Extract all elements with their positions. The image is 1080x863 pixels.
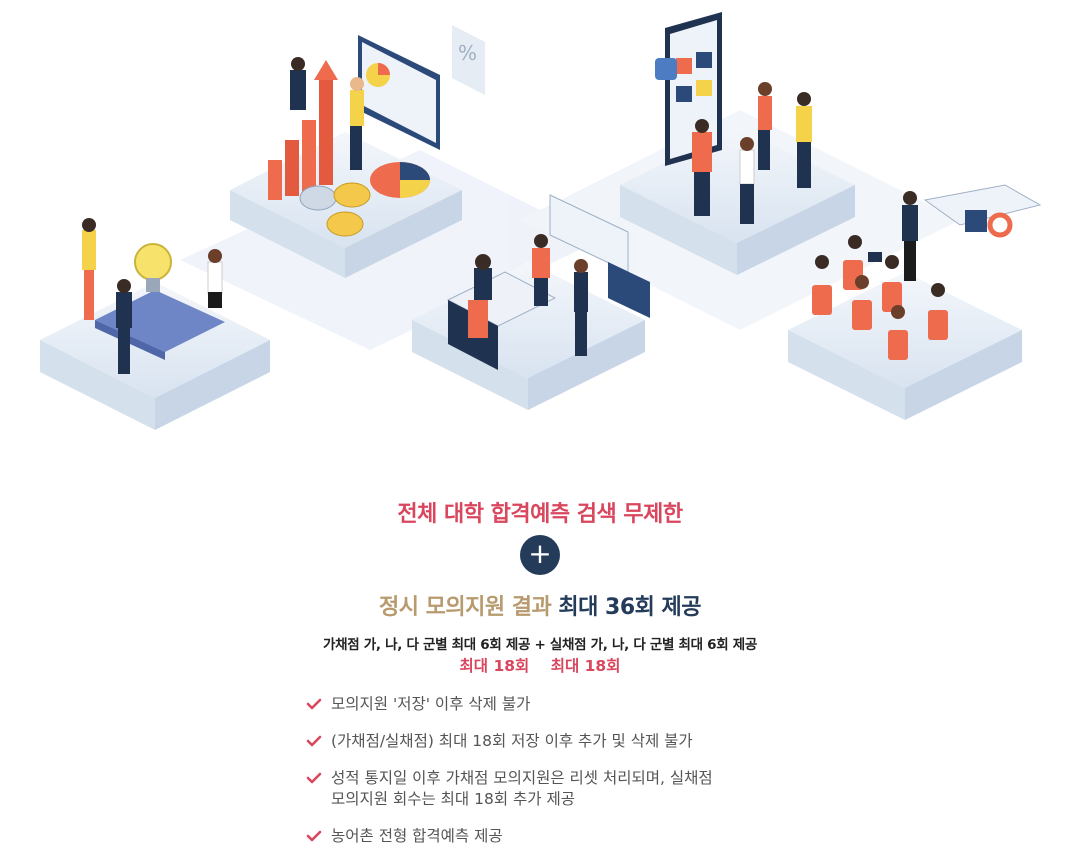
list-item: 모의지원 '저장' 이후 삭제 불가 — [306, 694, 826, 715]
lightbulb-scene — [82, 218, 225, 374]
note-text: 성적 통지일 이후 가채점 모의지원은 리셋 처리되며, 실채점 — [331, 769, 713, 787]
detail-line: 가채점 가, 나, 다 군별 최대 6회 제공 + 실채점 가, 나, 다 군별… — [322, 637, 758, 653]
note-text: 농어촌 전형 합격예측 제공 — [331, 827, 503, 845]
notes-list: 모의지원 '저장' 이후 삭제 불가 (가채점/실채점) 최대 18회 저장 이… — [306, 694, 826, 863]
smartphone-scene — [655, 12, 812, 224]
headline-unlimited-search: 전체 대학 합격예측 검색 무제한 — [397, 502, 683, 527]
list-item: (가채점/실채점) 최대 18회 저장 이후 추가 및 삭제 불가 — [306, 731, 826, 752]
check-icon — [306, 733, 322, 749]
percent-icon: % — [452, 25, 485, 95]
limit-left: 최대 18회 — [459, 657, 530, 675]
limit-right: 최대 18회 — [550, 657, 621, 675]
list-item: 농어촌 전형 합격예측 제공 — [306, 826, 826, 847]
limit-line: 최대 18회 최대 18회 — [0, 654, 1080, 676]
lightbulb-icon — [134, 243, 172, 292]
check-icon — [306, 770, 322, 786]
coin-icon — [299, 182, 371, 237]
headline-mock-application-label: 정시 모의지원 결과 — [378, 595, 552, 620]
headline-mock-application: 정시 모의지원 결과 최대 36회 제공 — [0, 589, 1080, 621]
check-icon — [306, 696, 322, 712]
note-text: (가채점/실채점) 최대 18회 저장 이후 추가 및 삭제 불가 — [331, 732, 693, 750]
isometric-business-illustration: % — [40, 12, 1042, 430]
note-text-continued: 모의지원 회수는 최대 18회 추가 제공 — [331, 790, 575, 808]
platform-1 — [40, 282, 270, 430]
check-icon — [306, 828, 322, 844]
headline-max-count: 최대 36회 제공 — [558, 595, 702, 620]
plus-icon: + — [520, 535, 560, 575]
laptop-icon — [868, 252, 882, 262]
growth-chart-scene: % — [268, 25, 485, 237]
audience-chairs — [812, 260, 948, 360]
like-icon — [655, 58, 677, 80]
desk-meeting-scene — [446, 194, 650, 370]
seminar-scene — [812, 184, 1042, 360]
note-text: 모의지원 '저장' 이후 삭제 불가 — [331, 695, 531, 713]
list-item: 성적 통지일 이후 가채점 모의지원은 리셋 처리되며, 실채점 모의지원 회수… — [306, 768, 826, 810]
svg-text:%: % — [458, 41, 477, 65]
pie-chart-icon — [370, 162, 430, 198]
